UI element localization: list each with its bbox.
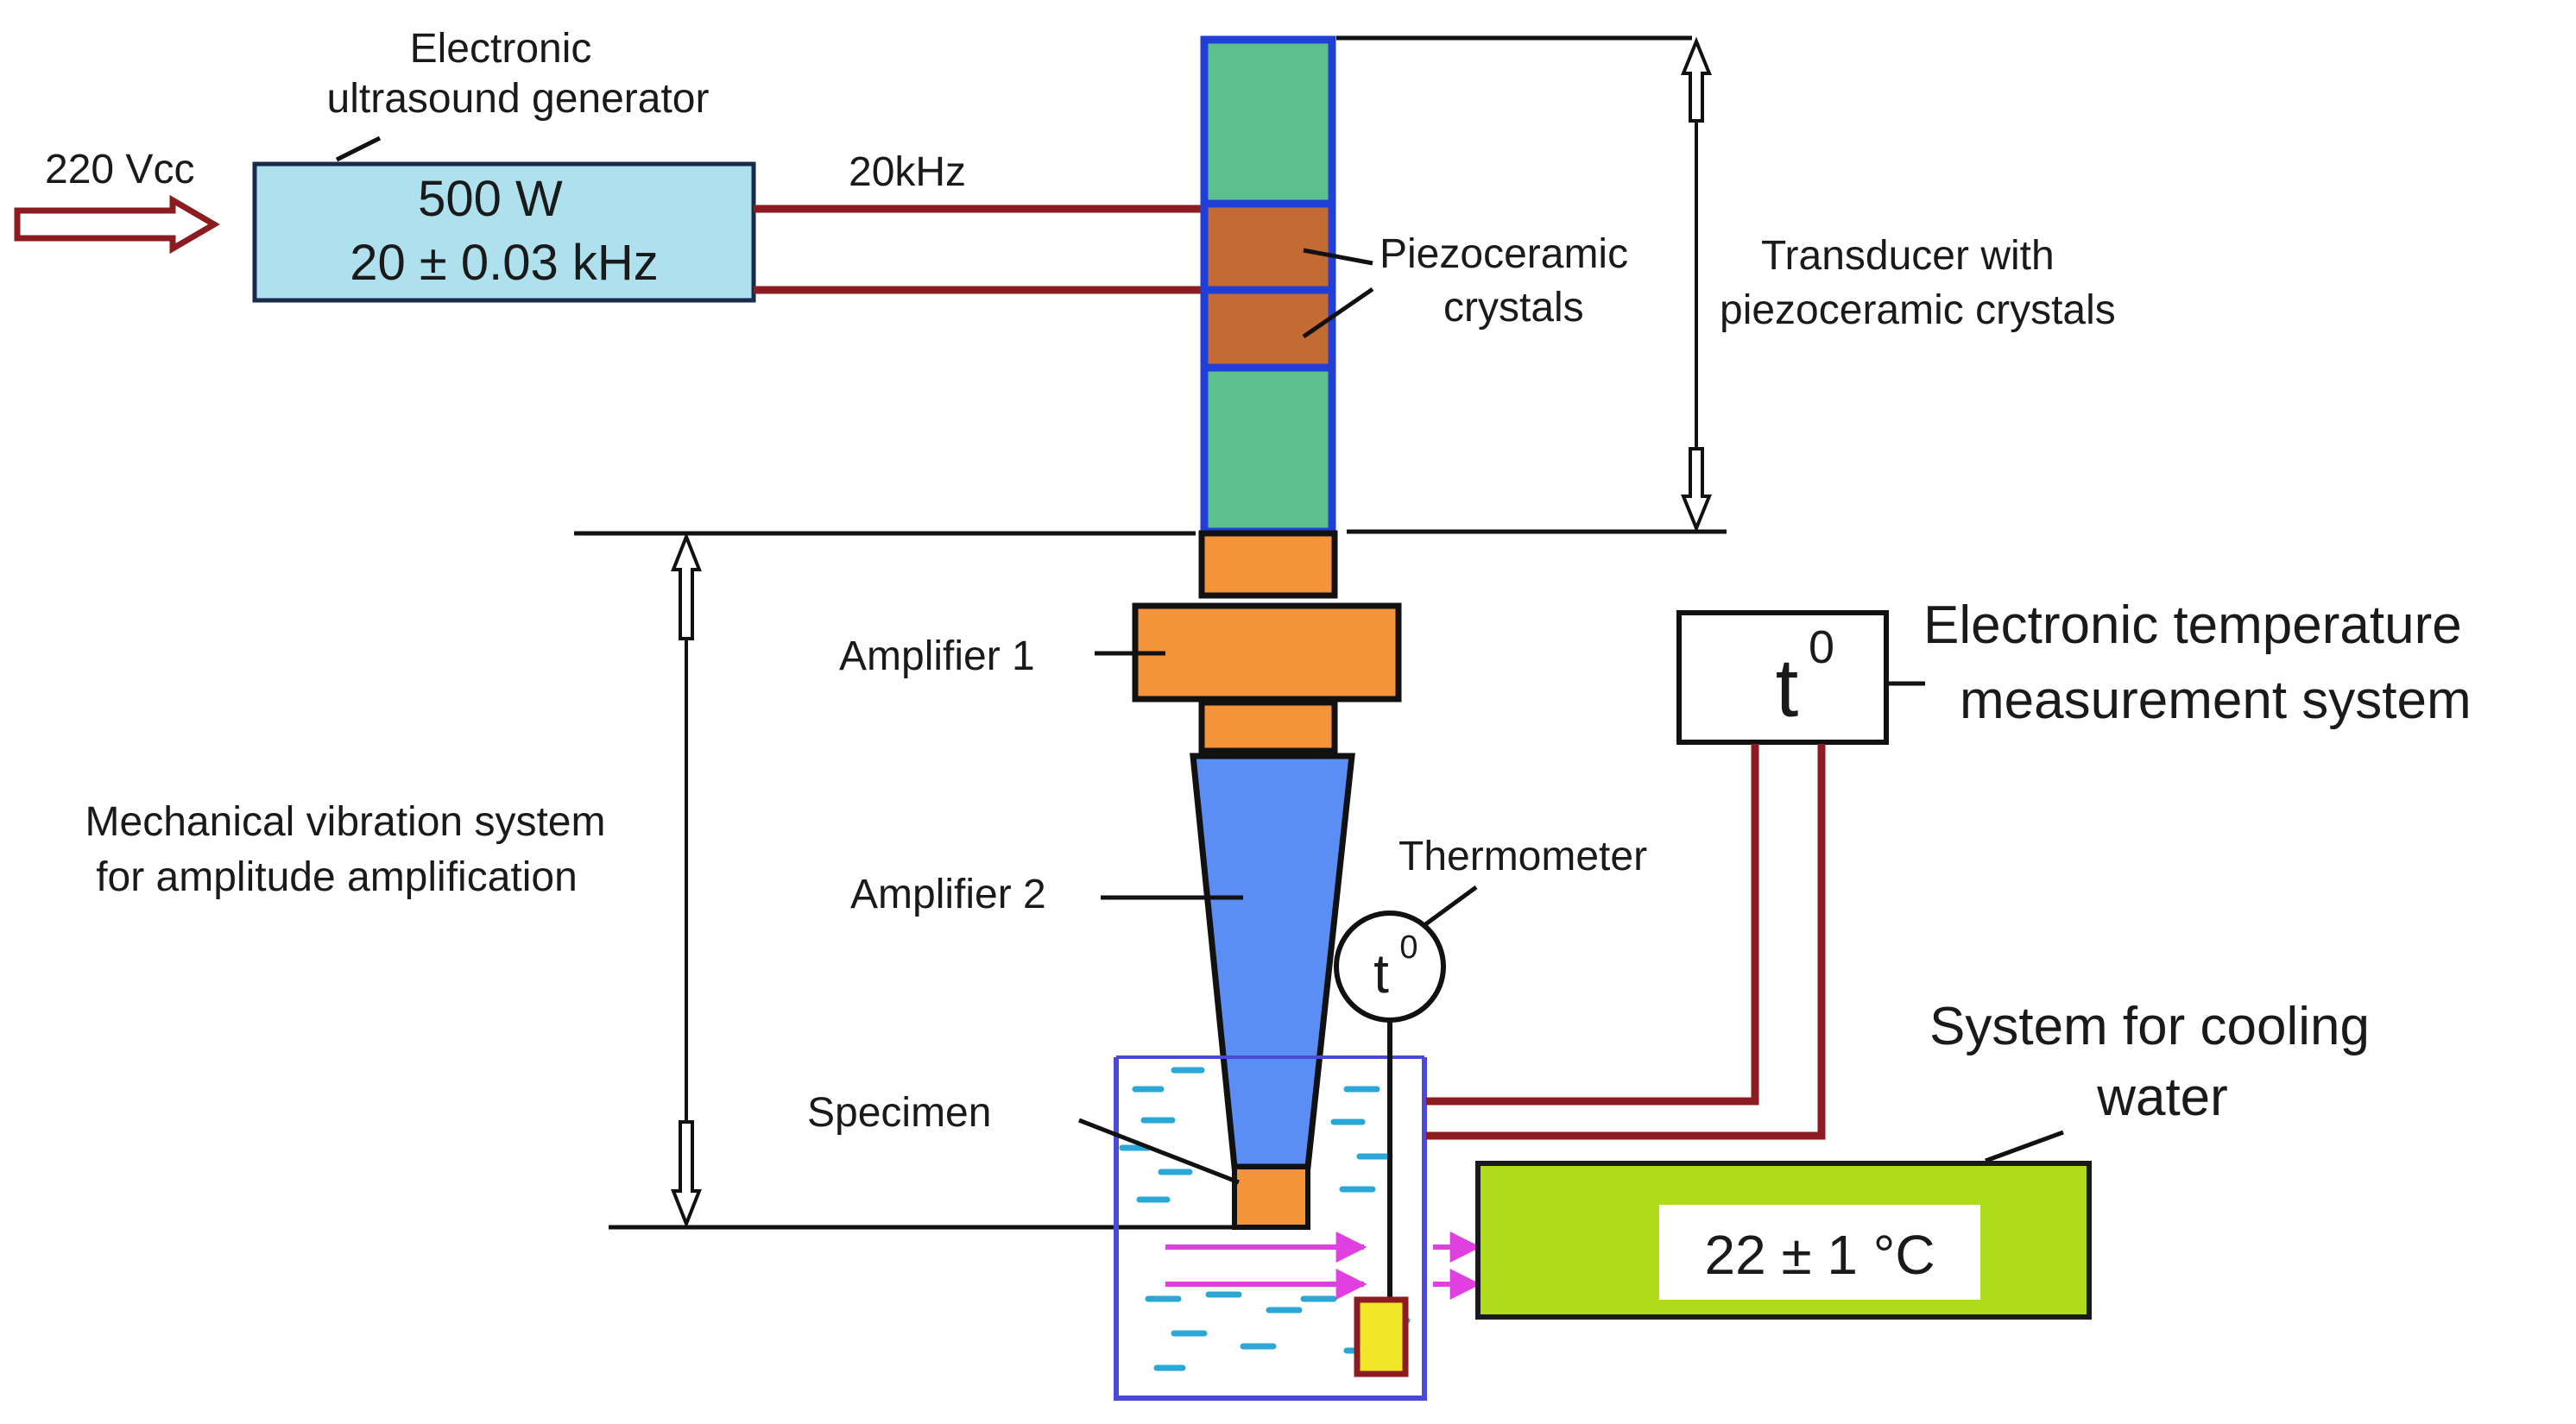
- amplifier2-label: Amplifier 2: [850, 872, 1046, 917]
- temperature-system-symbol: t: [1776, 642, 1799, 734]
- transducer-dimension: Transducer with piezoceramic crystals: [1336, 35, 2116, 534]
- mechanical-system-dimension: Mechanical vibration system for amplitud…: [85, 531, 1234, 1230]
- temperature-cables: [1426, 744, 1826, 1140]
- tank-outline: [1114, 1057, 1427, 1401]
- amplifier1-neck-bottom: [1198, 699, 1338, 754]
- transducer-top-block: [1200, 35, 1336, 208]
- mechanical-system-label-line2: for amplitude amplification: [96, 854, 578, 900]
- signal-frequency-label: 20kHz: [849, 149, 966, 195]
- ultrasound-generator: Electronic ultrasound generator 500 W 20…: [252, 26, 756, 303]
- specimen-label: Specimen: [807, 1090, 991, 1136]
- cooling-label-line1: System for cooling: [1929, 997, 2370, 1056]
- amplifier-stack: [1132, 530, 1402, 1230]
- thermometer-sensor: [1354, 1296, 1409, 1377]
- piezo-crystals-callout: Piezoceramic crystals: [1302, 231, 1628, 339]
- specimen-callout: Specimen: [807, 1090, 1240, 1185]
- cooling-temperature-value: 22 ± 1 °C: [1704, 1224, 1935, 1286]
- cooling-system: System for cooling water 22 ± 1 °C: [1475, 997, 2370, 1320]
- amplifier2-horn: [1190, 753, 1355, 1170]
- thermometer-symbol: t: [1373, 942, 1389, 1005]
- amplifier1-label: Amplifier 1: [839, 633, 1035, 679]
- piezo-crystal-lower: [1200, 286, 1336, 372]
- power-input-arrow: [14, 194, 220, 255]
- amplifier2-callout: Amplifier 2: [850, 872, 1243, 917]
- mechanical-system-label-line1: Mechanical vibration system: [85, 799, 606, 845]
- temperature-system-label-line1: Electronic temperature: [1923, 595, 2462, 655]
- thermometer-superscript: 0: [1399, 929, 1417, 966]
- thermometer-dial: [1334, 910, 1446, 1023]
- thermometer-label: Thermometer: [1398, 834, 1647, 879]
- piezo-crystals-label-line2: crystals: [1443, 285, 1584, 331]
- transducer: [1200, 35, 1336, 536]
- cooling-display: [1659, 1205, 1980, 1300]
- temperature-system-label-line2: measurement system: [1960, 671, 2472, 730]
- power-input: 220 Vcc: [14, 147, 220, 255]
- temperature-system-superscript: 0: [1809, 621, 1834, 673]
- transducer-label-line1: Transducer with: [1761, 233, 2055, 279]
- amplifier1-flange: [1132, 602, 1402, 703]
- cooling-label-line2: water: [2096, 1068, 2228, 1127]
- transducer-bottom-block: [1200, 363, 1336, 536]
- specimen-body: [1232, 1164, 1310, 1230]
- generator-power: 500 W: [418, 171, 563, 227]
- piezo-crystals-label-line1: Piezoceramic: [1380, 231, 1628, 277]
- thermometer: t 0 Thermometer: [1334, 834, 1647, 1377]
- power-input-label: 220 Vcc: [45, 147, 194, 192]
- generator-frequency: 20 ± 0.03 kHz: [350, 235, 658, 291]
- generator-box: [252, 161, 756, 303]
- piezo-crystal-upper: [1200, 199, 1336, 294]
- signal-cables: 20kHz: [754, 149, 1204, 294]
- temperature-system-box: [1676, 610, 1889, 745]
- generator-title-line2: ultrasound generator: [327, 76, 710, 122]
- generator-title-line1: Electronic: [410, 26, 592, 72]
- amplifier1-neck-top: [1198, 530, 1338, 599]
- generator-leader-line: [335, 135, 382, 162]
- amplifier1-callout: Amplifier 1: [839, 633, 1165, 679]
- temperature-measurement-system: t 0 Electronic temperature measurement s…: [1676, 595, 2472, 745]
- water-flow-arrows: [1165, 1232, 1481, 1300]
- transducer-label-line2: piezoceramic crystals: [1720, 287, 2116, 333]
